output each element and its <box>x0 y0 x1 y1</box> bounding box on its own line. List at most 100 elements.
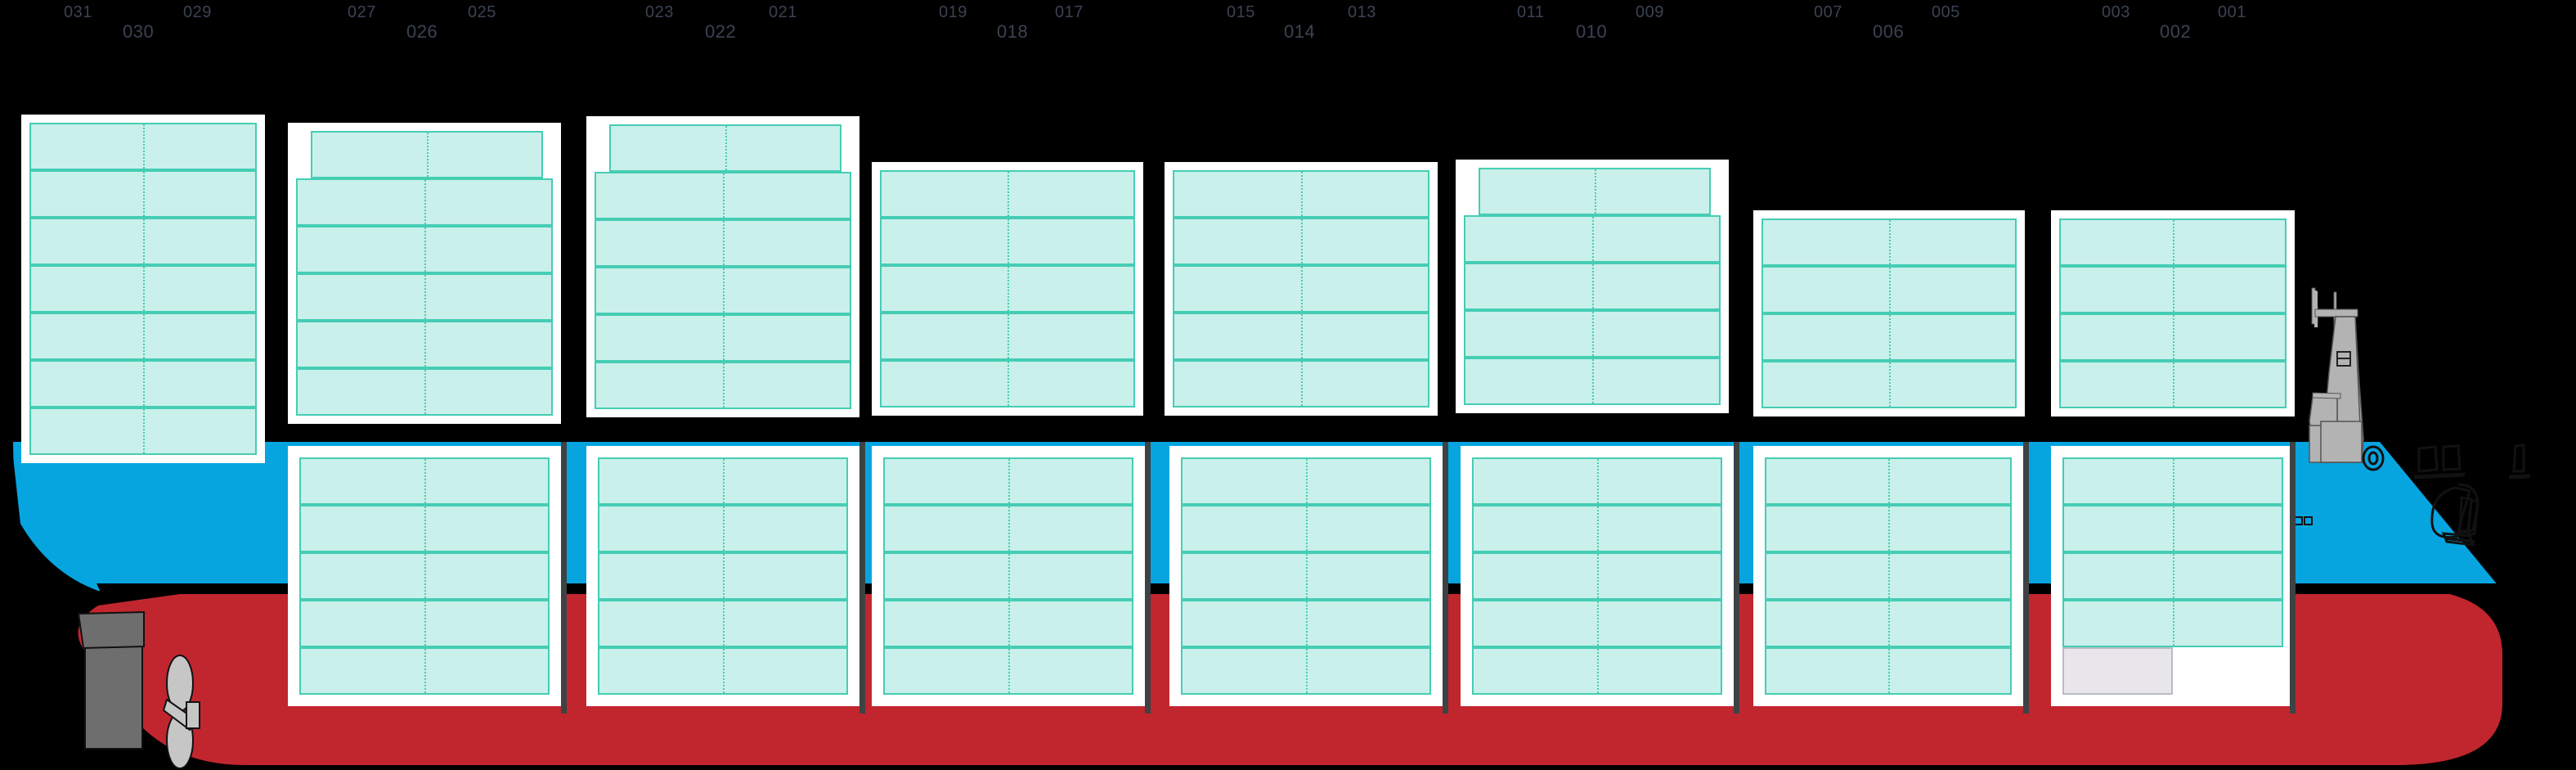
bay-label-021[interactable]: 021 <box>769 3 797 21</box>
container-row[interactable] <box>1181 552 1431 600</box>
container-row[interactable] <box>1173 170 1429 218</box>
container-row[interactable] <box>1464 310 1721 358</box>
container-row[interactable] <box>1472 505 1722 552</box>
bay-label-006[interactable]: 006 <box>1873 21 1905 42</box>
container-row[interactable] <box>1765 647 2012 695</box>
container-row[interactable] <box>296 226 553 273</box>
bay-label-010[interactable]: 010 <box>1576 21 1608 42</box>
container-row[interactable] <box>1181 457 1431 505</box>
bay-label-026[interactable]: 026 <box>406 21 438 42</box>
container-row[interactable] <box>299 552 550 600</box>
container-row[interactable] <box>1181 505 1431 552</box>
container-stack-bay-030-above[interactable] <box>21 115 265 463</box>
container-row[interactable] <box>2059 313 2287 361</box>
container-row[interactable] <box>1765 552 2012 600</box>
container-stack-bay-010-above[interactable] <box>1456 160 1729 413</box>
container-row[interactable] <box>595 362 851 409</box>
bay-label-009[interactable]: 009 <box>1636 3 1664 21</box>
bay-label-029[interactable]: 029 <box>183 3 212 21</box>
container-row[interactable] <box>296 178 553 226</box>
bay-label-022[interactable]: 022 <box>705 21 737 42</box>
container-row[interactable] <box>299 457 550 505</box>
container-row[interactable] <box>1479 168 1711 215</box>
container-row[interactable] <box>1765 457 2012 505</box>
container-row[interactable] <box>299 505 550 552</box>
bay-label-025[interactable]: 025 <box>468 3 496 21</box>
container-row[interactable] <box>296 321 553 368</box>
bay-label-027[interactable]: 027 <box>348 3 376 21</box>
container-row[interactable] <box>1181 600 1431 647</box>
bay-label-003[interactable]: 003 <box>2102 3 2130 21</box>
container-row[interactable] <box>29 313 257 360</box>
container-row[interactable] <box>880 218 1135 265</box>
container-row[interactable] <box>883 552 1133 600</box>
container-row[interactable] <box>2059 266 2287 313</box>
container-row[interactable] <box>311 131 543 178</box>
bay-label-023[interactable]: 023 <box>645 3 674 21</box>
container-row[interactable] <box>1472 647 1722 695</box>
container-row[interactable] <box>2062 505 2283 552</box>
container-row[interactable] <box>883 600 1133 647</box>
container-row[interactable] <box>883 457 1133 505</box>
container-row[interactable] <box>598 552 848 600</box>
container-row[interactable] <box>595 267 851 314</box>
container-stack-bay-006-above[interactable] <box>1753 210 2025 417</box>
container-row[interactable] <box>296 273 553 321</box>
container-row[interactable] <box>2062 552 2283 600</box>
bay-label-019[interactable]: 019 <box>939 3 967 21</box>
container-stack-bay-018-below[interactable] <box>872 446 1145 706</box>
container-row[interactable] <box>29 218 257 265</box>
container-row[interactable] <box>595 172 851 219</box>
container-row[interactable] <box>598 457 848 505</box>
container-row[interactable] <box>1173 313 1429 360</box>
bay-label-007[interactable]: 007 <box>1814 3 1842 21</box>
container-stack-bay-022-above[interactable] <box>586 116 859 417</box>
container-row[interactable] <box>1761 313 2017 361</box>
bay-label-030[interactable]: 030 <box>123 21 155 42</box>
container-row[interactable] <box>1173 265 1429 313</box>
container-row[interactable] <box>598 600 848 647</box>
container-row[interactable] <box>299 600 550 647</box>
container-stack-bay-014-below[interactable] <box>1169 446 1443 706</box>
container-row[interactable] <box>1472 600 1722 647</box>
container-row[interactable] <box>1761 266 2017 313</box>
container-stack-bay-010-below[interactable] <box>1461 446 1734 706</box>
container-row[interactable] <box>1761 361 2017 408</box>
container-row[interactable] <box>883 505 1133 552</box>
container-row[interactable] <box>2062 600 2283 647</box>
container-stack-bay-026-below[interactable] <box>288 446 561 706</box>
bay-label-005[interactable]: 005 <box>1932 3 1960 21</box>
container-slot-empty[interactable] <box>2062 647 2173 695</box>
bay-label-001[interactable]: 001 <box>2218 3 2246 21</box>
container-stack-bay-002-above[interactable] <box>2051 210 2295 417</box>
container-row[interactable] <box>29 408 257 455</box>
container-stack-bay-006-below[interactable] <box>1753 446 2023 706</box>
container-row[interactable] <box>29 170 257 218</box>
container-row[interactable] <box>29 360 257 408</box>
container-row[interactable] <box>1464 215 1721 263</box>
container-row[interactable] <box>296 368 553 416</box>
container-row[interactable] <box>609 124 841 172</box>
bay-label-015[interactable]: 015 <box>1227 3 1255 21</box>
container-row[interactable] <box>880 360 1135 408</box>
container-row[interactable] <box>1464 358 1721 405</box>
container-row[interactable] <box>2062 457 2283 505</box>
container-stack-bay-018-above[interactable] <box>872 162 1143 416</box>
container-row[interactable] <box>1173 360 1429 408</box>
container-row[interactable] <box>595 314 851 362</box>
container-row[interactable] <box>1464 263 1721 310</box>
bay-label-002[interactable]: 002 <box>2160 21 2192 42</box>
bay-label-014[interactable]: 014 <box>1284 21 1316 42</box>
container-row[interactable] <box>2059 361 2287 408</box>
container-row[interactable] <box>598 647 848 695</box>
container-row[interactable] <box>29 265 257 313</box>
container-row[interactable] <box>880 265 1135 313</box>
bay-label-018[interactable]: 018 <box>997 21 1029 42</box>
container-row[interactable] <box>1765 600 2012 647</box>
container-row[interactable] <box>880 170 1135 218</box>
container-stack-bay-022-below[interactable] <box>586 446 859 706</box>
container-row[interactable] <box>2059 218 2287 266</box>
container-stack-bay-002-below[interactable] <box>2051 446 2295 706</box>
container-row[interactable] <box>1472 552 1722 600</box>
container-row[interactable] <box>880 313 1135 360</box>
